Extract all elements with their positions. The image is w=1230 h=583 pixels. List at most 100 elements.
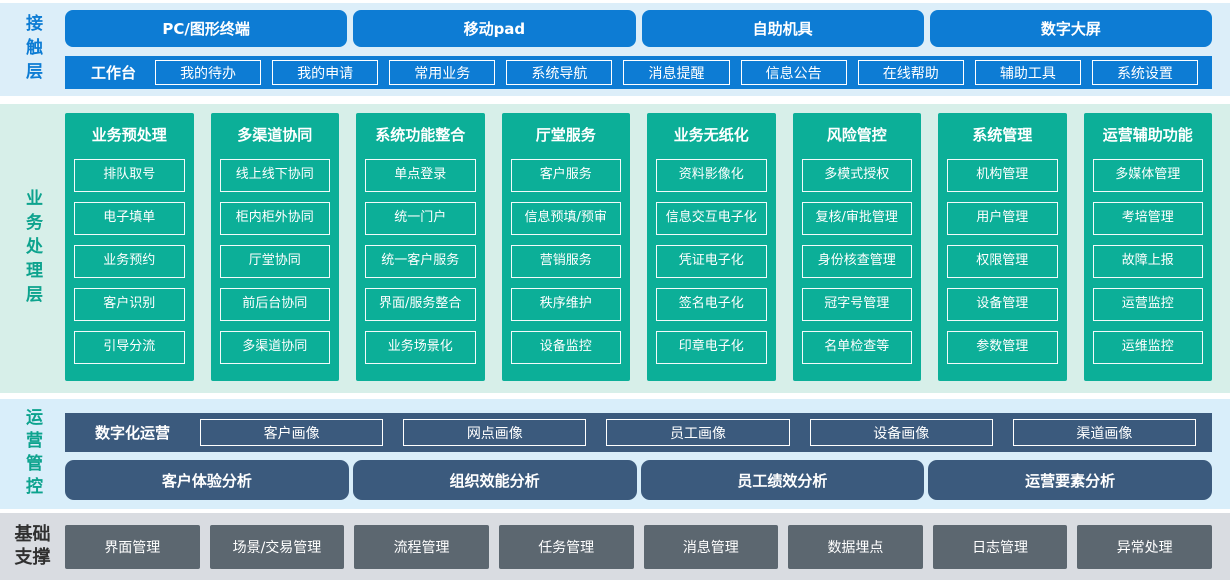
foundation-item: 消息管理	[643, 524, 779, 569]
business-item: 电子填单	[74, 202, 185, 235]
business-item: 印章电子化	[656, 331, 767, 364]
business-item: 用户管理	[947, 202, 1058, 235]
business-layer-label: 业务处理层	[22, 188, 42, 309]
business-processing-layer: 业务处理层 业务预处理 排队取号 电子填单 业务预约 客户识别 引导分流 多渠道…	[0, 104, 1230, 393]
business-item: 客户服务	[510, 159, 621, 192]
business-column-title: 运营辅助功能	[1102, 125, 1193, 144]
business-item: 厅堂协同	[219, 245, 330, 278]
business-item: 多渠道协同	[219, 331, 330, 364]
workbench-item: 系统设置	[1091, 60, 1198, 85]
portrait-item: 渠道画像	[1012, 419, 1197, 446]
workbench-item: 辅助工具	[974, 60, 1081, 85]
business-item: 冠字号管理	[801, 288, 912, 321]
business-column-risk-control: 风险管控 多模式授权 复核/审批管理 身份核查管理 冠字号管理 名单检查等	[792, 113, 921, 381]
contact-layer: 接触层 PC/图形终端 移动pad 自助机具 数字大屏 工作台 我的待办 我的申…	[0, 3, 1230, 96]
business-column-ops-auxiliary: 运营辅助功能 多媒体管理 考培管理 故障上报 运营监控 运维监控	[1083, 113, 1212, 381]
business-item: 设备管理	[947, 288, 1058, 321]
business-item: 凭证电子化	[656, 245, 767, 278]
business-item: 运维监控	[1092, 331, 1203, 364]
operations-layer-label: 运营管控	[22, 408, 42, 500]
analysis-item: 员工绩效分析	[640, 460, 925, 500]
foundation-item: 界面管理	[65, 524, 200, 569]
foundation-support-layer: 基础支撑 界面管理 场景/交易管理 流程管理 任务管理 消息管理 数据埋点 日志…	[0, 513, 1230, 580]
analysis-item: 组织效能分析	[352, 460, 637, 500]
business-item: 多媒体管理	[1092, 159, 1203, 192]
contact-layer-label-zone: 接触层	[0, 3, 65, 96]
foundation-items-row: 界面管理 场景/交易管理 流程管理 任务管理 消息管理 数据埋点 日志管理 异常…	[65, 513, 1230, 580]
workbench-item: 消息提醒	[623, 60, 730, 85]
business-column-multi-channel: 多渠道协同 线上线下协同 柜内柜外协同 厅堂协同 前后台协同 多渠道协同	[210, 113, 339, 381]
foundation-layer-label-zone: 基础支撑	[0, 513, 65, 580]
digital-operations-bar: 数字化运营 客户画像 网点画像 员工画像 设备画像 渠道画像	[65, 413, 1212, 452]
foundation-item: 日志管理	[932, 524, 1068, 569]
terminal-mobile-pad: 移动pad	[353, 10, 636, 47]
business-item: 前后台协同	[219, 288, 330, 321]
business-item: 业务预约	[74, 245, 185, 278]
business-item: 考培管理	[1092, 202, 1203, 235]
workbench-item: 信息公告	[740, 60, 847, 85]
terminal-pc: PC/图形终端	[65, 10, 348, 47]
terminal-row: PC/图形终端 移动pad 自助机具 数字大屏	[65, 10, 1212, 47]
business-item: 信息交互电子化	[656, 202, 767, 235]
workbench-bar: 工作台 我的待办 我的申请 常用业务 系统导航 消息提醒 信息公告 在线帮助 辅…	[65, 56, 1212, 89]
portrait-item: 员工画像	[606, 419, 790, 446]
business-column-title: 多渠道协同	[237, 125, 313, 144]
terminal-digital-screen: 数字大屏	[929, 10, 1212, 47]
business-item: 排队取号	[74, 159, 185, 192]
business-column-pre-processing: 业务预处理 排队取号 电子填单 业务预约 客户识别 引导分流	[65, 113, 194, 381]
business-item: 客户识别	[74, 288, 185, 321]
business-column-title: 系统管理	[972, 125, 1033, 144]
foundation-item: 场景/交易管理	[209, 524, 345, 569]
business-item: 签名电子化	[656, 288, 767, 321]
workbench-item: 我的待办	[155, 60, 262, 85]
business-item: 运营监控	[1092, 288, 1203, 321]
foundation-layer-label: 基础支撑	[14, 524, 51, 568]
business-item: 参数管理	[947, 331, 1058, 364]
business-column-title: 业务预处理	[91, 125, 167, 144]
terminal-self-service: 自助机具	[641, 10, 924, 47]
business-column-paperless: 业务无纸化 资料影像化 信息交互电子化 凭证电子化 签名电子化 印章电子化	[647, 113, 776, 381]
business-layer-label-zone: 业务处理层	[0, 104, 65, 393]
portrait-item: 设备画像	[809, 419, 993, 446]
business-column-title: 风险管控	[826, 125, 887, 144]
business-item: 柜内柜外协同	[219, 202, 330, 235]
operations-layer-label-zone: 运营管控	[0, 399, 65, 509]
contact-layer-label: 接触层	[22, 13, 42, 86]
business-item: 多模式授权	[801, 159, 912, 192]
business-column-title: 厅堂服务	[535, 125, 596, 144]
business-item: 名单检查等	[801, 331, 912, 364]
business-column-title: 业务无纸化	[673, 125, 749, 144]
business-column-system-integration: 系统功能整合 单点登录 统一门户 统一客户服务 界面/服务整合 业务场景化	[356, 113, 485, 381]
business-column-title: 系统功能整合	[375, 125, 466, 144]
foundation-item: 异常处理	[1077, 524, 1212, 569]
business-item: 秩序维护	[510, 288, 621, 321]
analysis-item: 客户体验分析	[65, 460, 349, 500]
operations-control-layer: 运营管控 数字化运营 客户画像 网点画像 员工画像 设备画像 渠道画像 客户体验…	[0, 399, 1230, 509]
workbench-item: 我的申请	[272, 60, 379, 85]
workbench-item: 系统导航	[506, 60, 613, 85]
business-item: 统一门户	[365, 202, 476, 235]
portrait-item: 客户画像	[200, 419, 384, 446]
business-item: 信息预填/预审	[510, 202, 621, 235]
business-item: 线上线下协同	[219, 159, 330, 192]
business-item: 权限管理	[947, 245, 1058, 278]
business-column-system-management: 系统管理 机构管理 用户管理 权限管理 设备管理 参数管理	[938, 113, 1067, 381]
digital-operations-label: 数字化运营	[95, 424, 171, 442]
business-item: 身份核查管理	[801, 245, 912, 278]
business-column-lobby-service: 厅堂服务 客户服务 信息预填/预审 营销服务 秩序维护 设备监控	[501, 113, 630, 381]
foundation-item: 任务管理	[498, 524, 634, 569]
business-item: 统一客户服务	[365, 245, 476, 278]
business-item: 引导分流	[74, 331, 185, 364]
operations-layer-content: 数字化运营 客户画像 网点画像 员工画像 设备画像 渠道画像 客户体验分析 组织…	[65, 399, 1230, 509]
business-item: 机构管理	[947, 159, 1058, 192]
workbench-label: 工作台	[91, 64, 137, 82]
workbench-item: 在线帮助	[857, 60, 964, 85]
business-columns: 业务预处理 排队取号 电子填单 业务预约 客户识别 引导分流 多渠道协同 线上线…	[65, 104, 1230, 393]
analysis-row: 客户体验分析 组织效能分析 员工绩效分析 运营要素分析	[65, 460, 1212, 500]
business-item: 单点登录	[365, 159, 476, 192]
analysis-item: 运营要素分析	[928, 460, 1212, 500]
business-item: 业务场景化	[365, 331, 476, 364]
contact-layer-content: PC/图形终端 移动pad 自助机具 数字大屏 工作台 我的待办 我的申请 常用…	[65, 3, 1230, 96]
business-item: 设备监控	[510, 331, 621, 364]
